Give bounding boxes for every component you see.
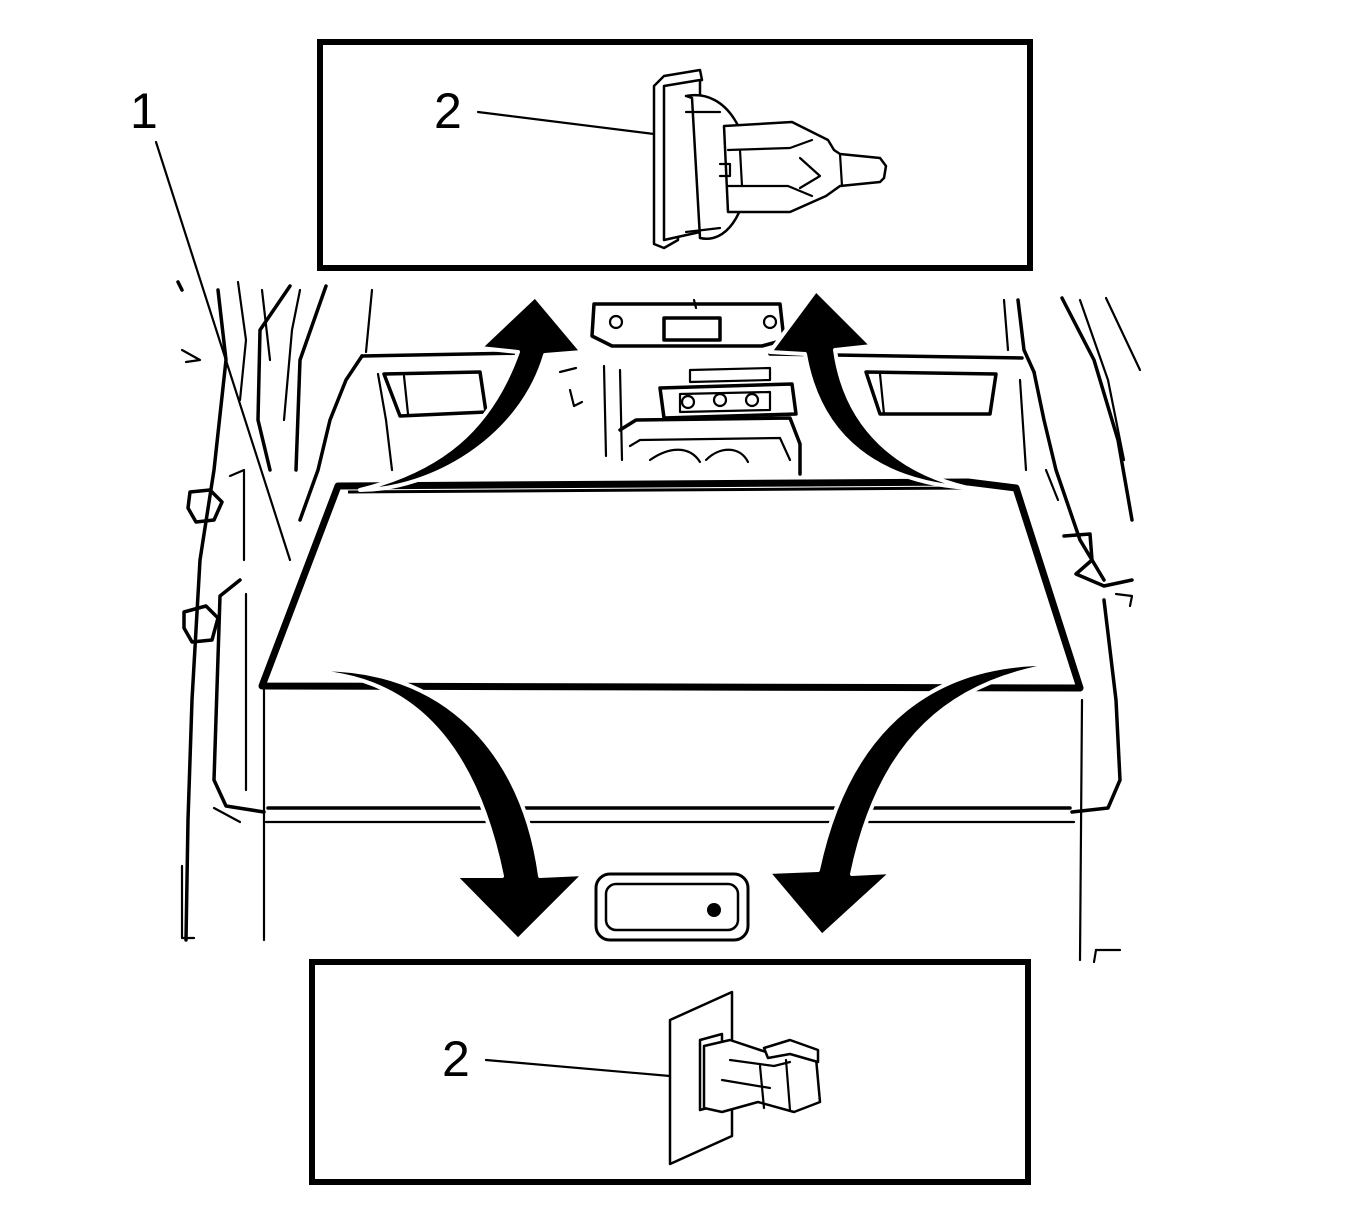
upper-left-arrow-icon — [358, 294, 584, 492]
tailgate-handle — [594, 872, 750, 942]
vehicle-interior — [176, 280, 1142, 964]
callout-2-upper: 2 — [434, 83, 462, 139]
callout-1-group: 1 — [130, 83, 292, 562]
lower-right-arrow-icon — [766, 661, 1062, 938]
push-pin-retainer-icon — [652, 68, 888, 250]
callout-1: 1 — [130, 83, 158, 139]
lower-left-arrow-icon — [282, 667, 586, 942]
cargo-cover-panel — [258, 478, 1084, 692]
callout-2-lower: 2 — [442, 1031, 470, 1087]
upper-detail-box: 2 — [317, 39, 1033, 271]
lower-detail-box: 2 — [309, 959, 1031, 1185]
clip-retainer-icon — [668, 990, 822, 1166]
upper-right-arrow-icon — [768, 288, 970, 490]
